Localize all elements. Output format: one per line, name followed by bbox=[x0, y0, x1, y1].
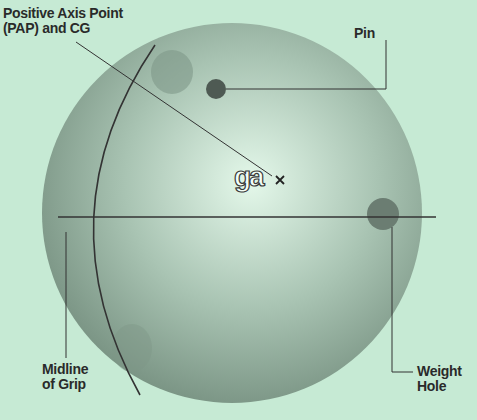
brand-logo: ga bbox=[234, 162, 278, 192]
callout-label: Pin bbox=[354, 26, 384, 41]
cg-mark bbox=[276, 176, 284, 184]
weight-hole bbox=[367, 198, 399, 230]
callout-label: Weight Hole bbox=[417, 364, 474, 394]
midline-of-grip-arc bbox=[93, 45, 155, 395]
pin-dot bbox=[206, 79, 226, 99]
leader-line bbox=[76, 42, 272, 176]
horizontal-line bbox=[58, 216, 436, 217]
ball bbox=[42, 23, 422, 403]
leader-line bbox=[226, 40, 386, 89]
finger-hole bbox=[151, 50, 193, 94]
callout-label: Positive Axis Point (PAP) and CG bbox=[3, 6, 153, 36]
callout-label: Midline of Grip bbox=[42, 362, 104, 392]
leader-line bbox=[66, 232, 67, 358]
leader-line bbox=[392, 227, 413, 372]
